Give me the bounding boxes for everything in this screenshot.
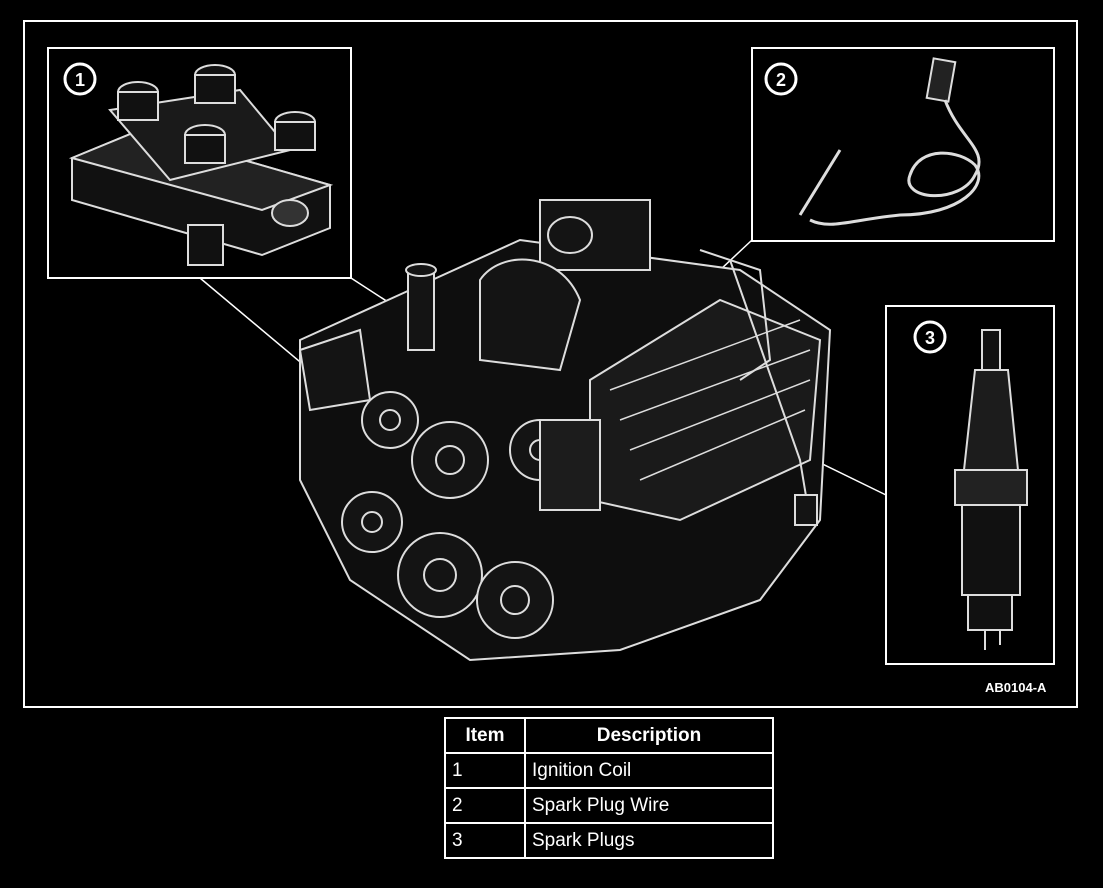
wire-detail-box <box>751 47 1055 242</box>
item-cell: 1 <box>444 752 526 789</box>
callout-1-circle <box>63 62 97 96</box>
spark-plug-illustration <box>954 329 1028 650</box>
ignition-coil-illustration <box>68 64 334 266</box>
callout-3-label: 3 <box>925 328 935 348</box>
item-cell: 2 <box>444 787 526 824</box>
table-header-row: Item Description <box>444 717 774 754</box>
callout-2-circle <box>764 62 798 96</box>
callout-3-circle <box>913 320 947 354</box>
description-cell: Spark Plugs <box>524 822 774 859</box>
description-cell: Ignition Coil <box>524 752 774 789</box>
plug-detail-box <box>885 305 1055 665</box>
engine-illustration <box>298 199 832 662</box>
description-cell: Spark Plug Wire <box>524 787 774 824</box>
table-row: 2 Spark Plug Wire <box>444 787 774 824</box>
table-row: 1 Ignition Coil <box>444 752 774 789</box>
spark-plug-wire-illustration <box>798 57 981 226</box>
parts-table: Item Description 1 Ignition Coil 2 Spark… <box>444 717 774 859</box>
table-row: 3 Spark Plugs <box>444 822 774 859</box>
callout-markers: 1 2 3 <box>63 62 947 354</box>
diagram-frame <box>23 20 1078 708</box>
description-header: Description <box>524 717 774 754</box>
item-header: Item <box>444 717 526 754</box>
item-cell: 3 <box>444 822 526 859</box>
figure-code: AB0104-A <box>985 680 1047 695</box>
callout-2-label: 2 <box>776 70 786 90</box>
coil-detail-box <box>47 47 352 279</box>
callout-1-label: 1 <box>75 70 85 90</box>
